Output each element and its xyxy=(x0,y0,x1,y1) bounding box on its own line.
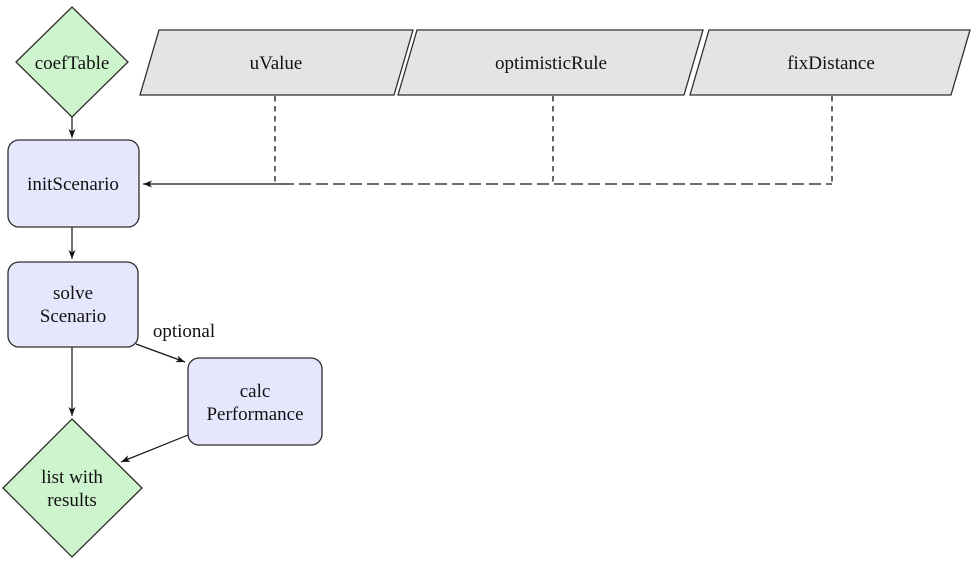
optional-edge-label: optional xyxy=(153,321,215,342)
calcperformance-label-line1: calc xyxy=(240,381,271,402)
node-fixdistance: fixDistance xyxy=(689,29,971,96)
listresults-diamond-shape xyxy=(2,418,143,558)
calcperformance-rect-shape xyxy=(187,357,323,446)
optimisticrule-parallelogram-shape xyxy=(397,29,704,96)
node-initscenario: initScenario xyxy=(7,139,140,228)
listresults-label-line2: results xyxy=(47,490,97,511)
solid-edges xyxy=(68,117,284,463)
coeftable-label: coefTable xyxy=(35,53,110,74)
solvescenario-label-line1: solve xyxy=(53,283,93,304)
initscenario-rect-shape xyxy=(7,139,140,228)
edge-calcperformance-to-results xyxy=(120,432,194,463)
initscenario-label: initScenario xyxy=(27,174,119,195)
edge-solvescenario-to-calcperformance xyxy=(135,343,186,363)
solvescenario-rect-shape xyxy=(7,261,139,348)
listresults-label-line1: list with xyxy=(41,467,103,488)
node-uvalue: uValue xyxy=(139,29,414,96)
node-coeftable: coefTable xyxy=(15,6,129,118)
solvescenario-label-line2: Scenario xyxy=(40,306,106,327)
calcperformance-label-line2: Performance xyxy=(206,404,303,425)
dashed-connectors xyxy=(274,96,833,185)
optimisticrule-label: optimisticRule xyxy=(495,53,607,74)
node-solvescenario: solve Scenario xyxy=(7,261,139,348)
node-optimisticrule: optimisticRule xyxy=(397,29,704,96)
node-calcperformance: calc Performance xyxy=(187,357,323,446)
uvalue-parallelogram-shape xyxy=(139,29,414,96)
uvalue-label: uValue xyxy=(250,53,303,74)
coeftable-diamond-shape xyxy=(15,6,129,118)
fixdistance-label: fixDistance xyxy=(787,53,875,74)
fixdistance-parallelogram-shape xyxy=(689,29,971,96)
node-listresults: list with results xyxy=(2,418,143,558)
